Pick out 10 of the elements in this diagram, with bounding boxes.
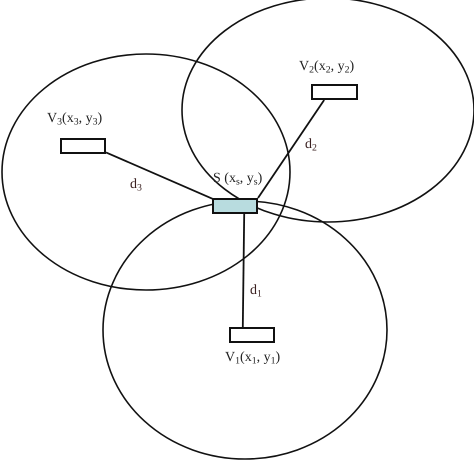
coordinate-label: S (x$_{s}$, y$_{s}$) xyxy=(213,172,262,186)
distance-line xyxy=(106,152,215,200)
edge-label: d$_{1}$ xyxy=(250,284,262,298)
distance-line xyxy=(242,214,246,328)
coordinate-label: V$_{3}$(x$_{3}$, y$_{3}$) xyxy=(47,112,102,126)
edge-label: d$_{2}$ xyxy=(305,138,317,152)
distance-line xyxy=(257,100,325,198)
coordinate-label: V$_{2}$(x$_{2}$, y$_{2}$) xyxy=(299,60,354,74)
edge-label: d$_{3}$ xyxy=(130,178,142,192)
coordinate-label: V$_{1}$(x$_{1}$, y$_{1}$) xyxy=(225,351,280,365)
